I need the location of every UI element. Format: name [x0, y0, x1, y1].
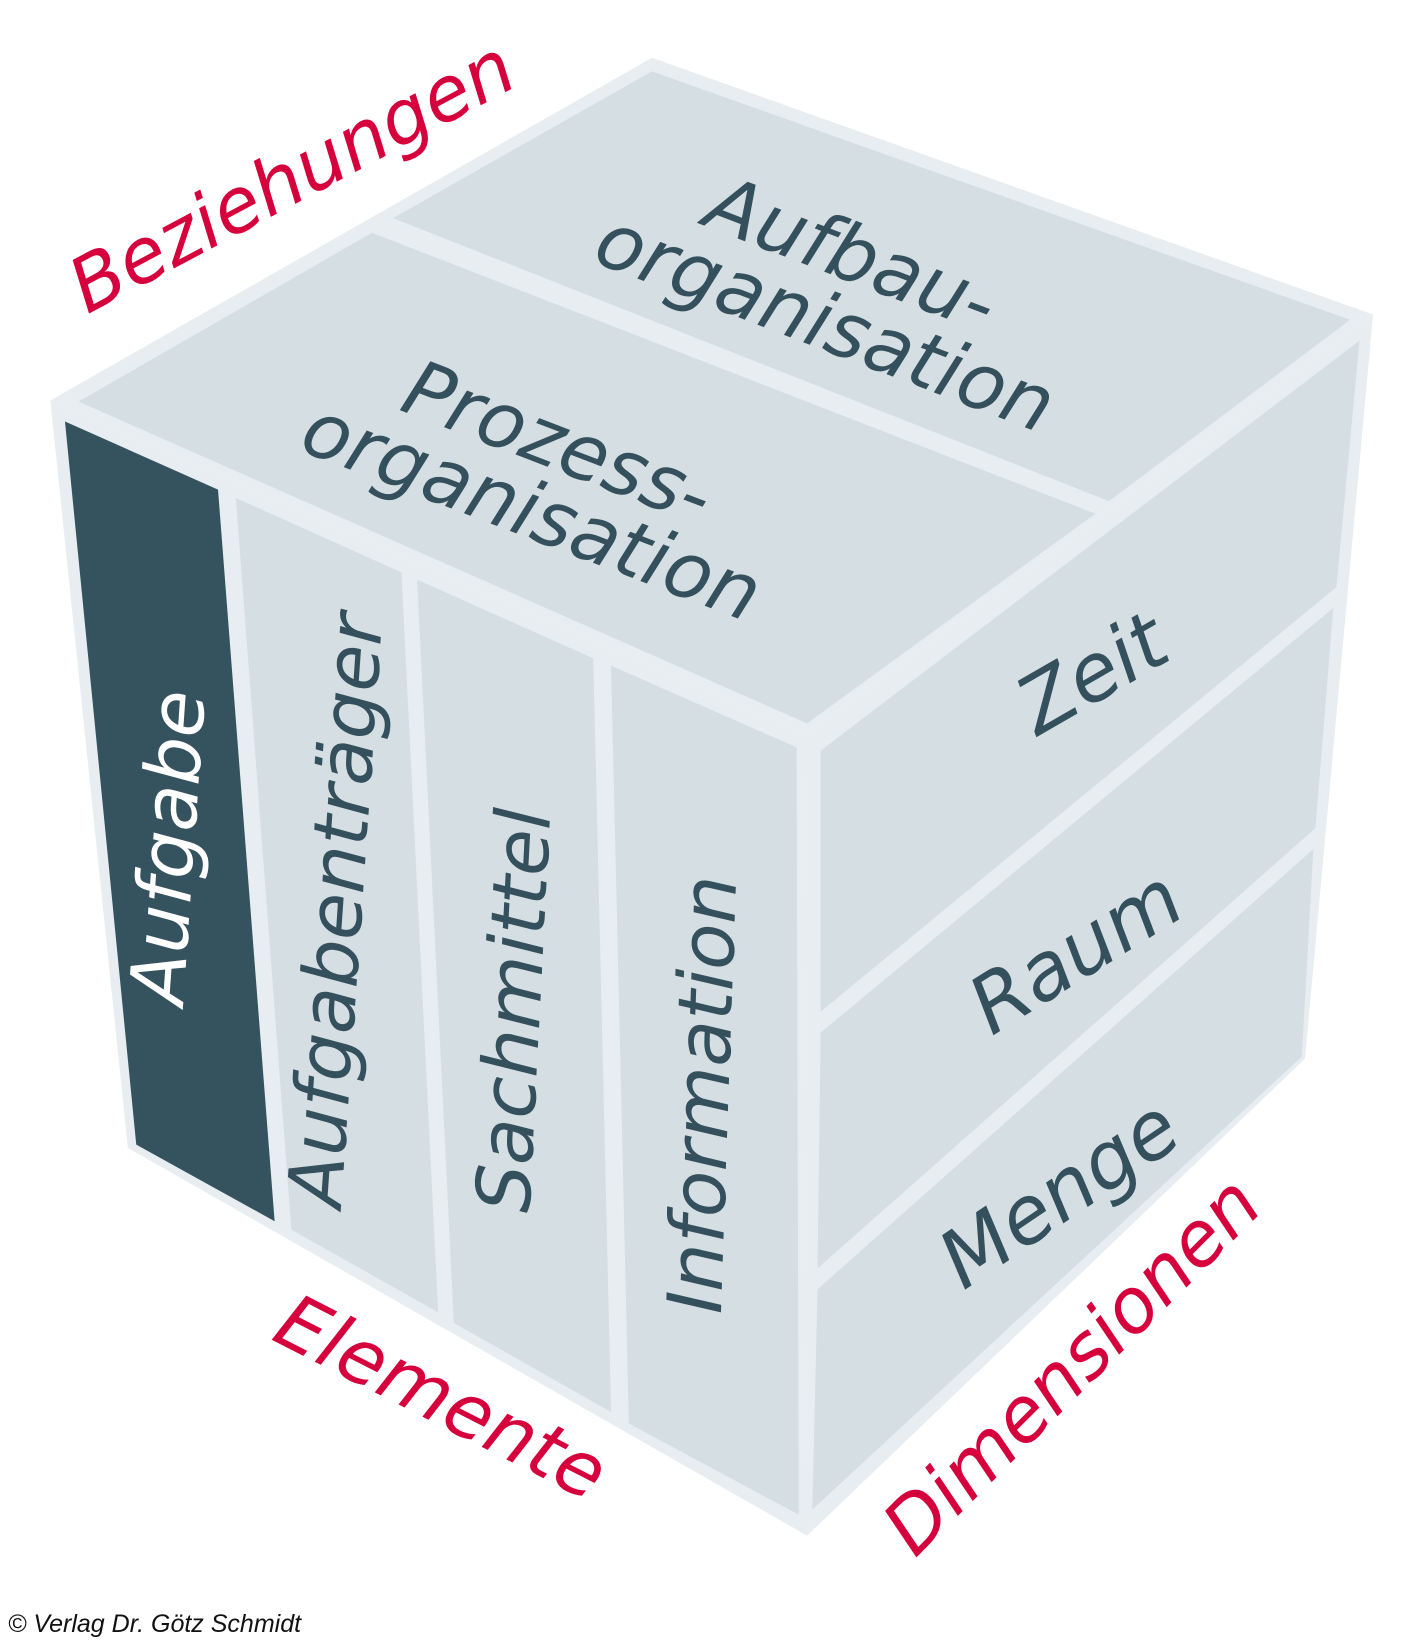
panel-sachmittel: [417, 579, 612, 1412]
panel-prozessorganisation: [78, 232, 1096, 724]
panel-aufbauorganisation: [393, 71, 1351, 502]
panel-information: [611, 665, 799, 1515]
panel-aufgabe: [64, 421, 275, 1222]
panel-menge: [812, 849, 1314, 1510]
panel-raum: [817, 608, 1334, 1269]
copyright-notice: © Verlag Dr. Götz Schmidt: [8, 1610, 302, 1638]
panel-aufgabentraeger: [235, 497, 439, 1313]
panel-zeit: [820, 340, 1360, 1012]
label-information: Information: [651, 874, 754, 1315]
label-sachmittel: Sachmittel: [459, 806, 568, 1215]
